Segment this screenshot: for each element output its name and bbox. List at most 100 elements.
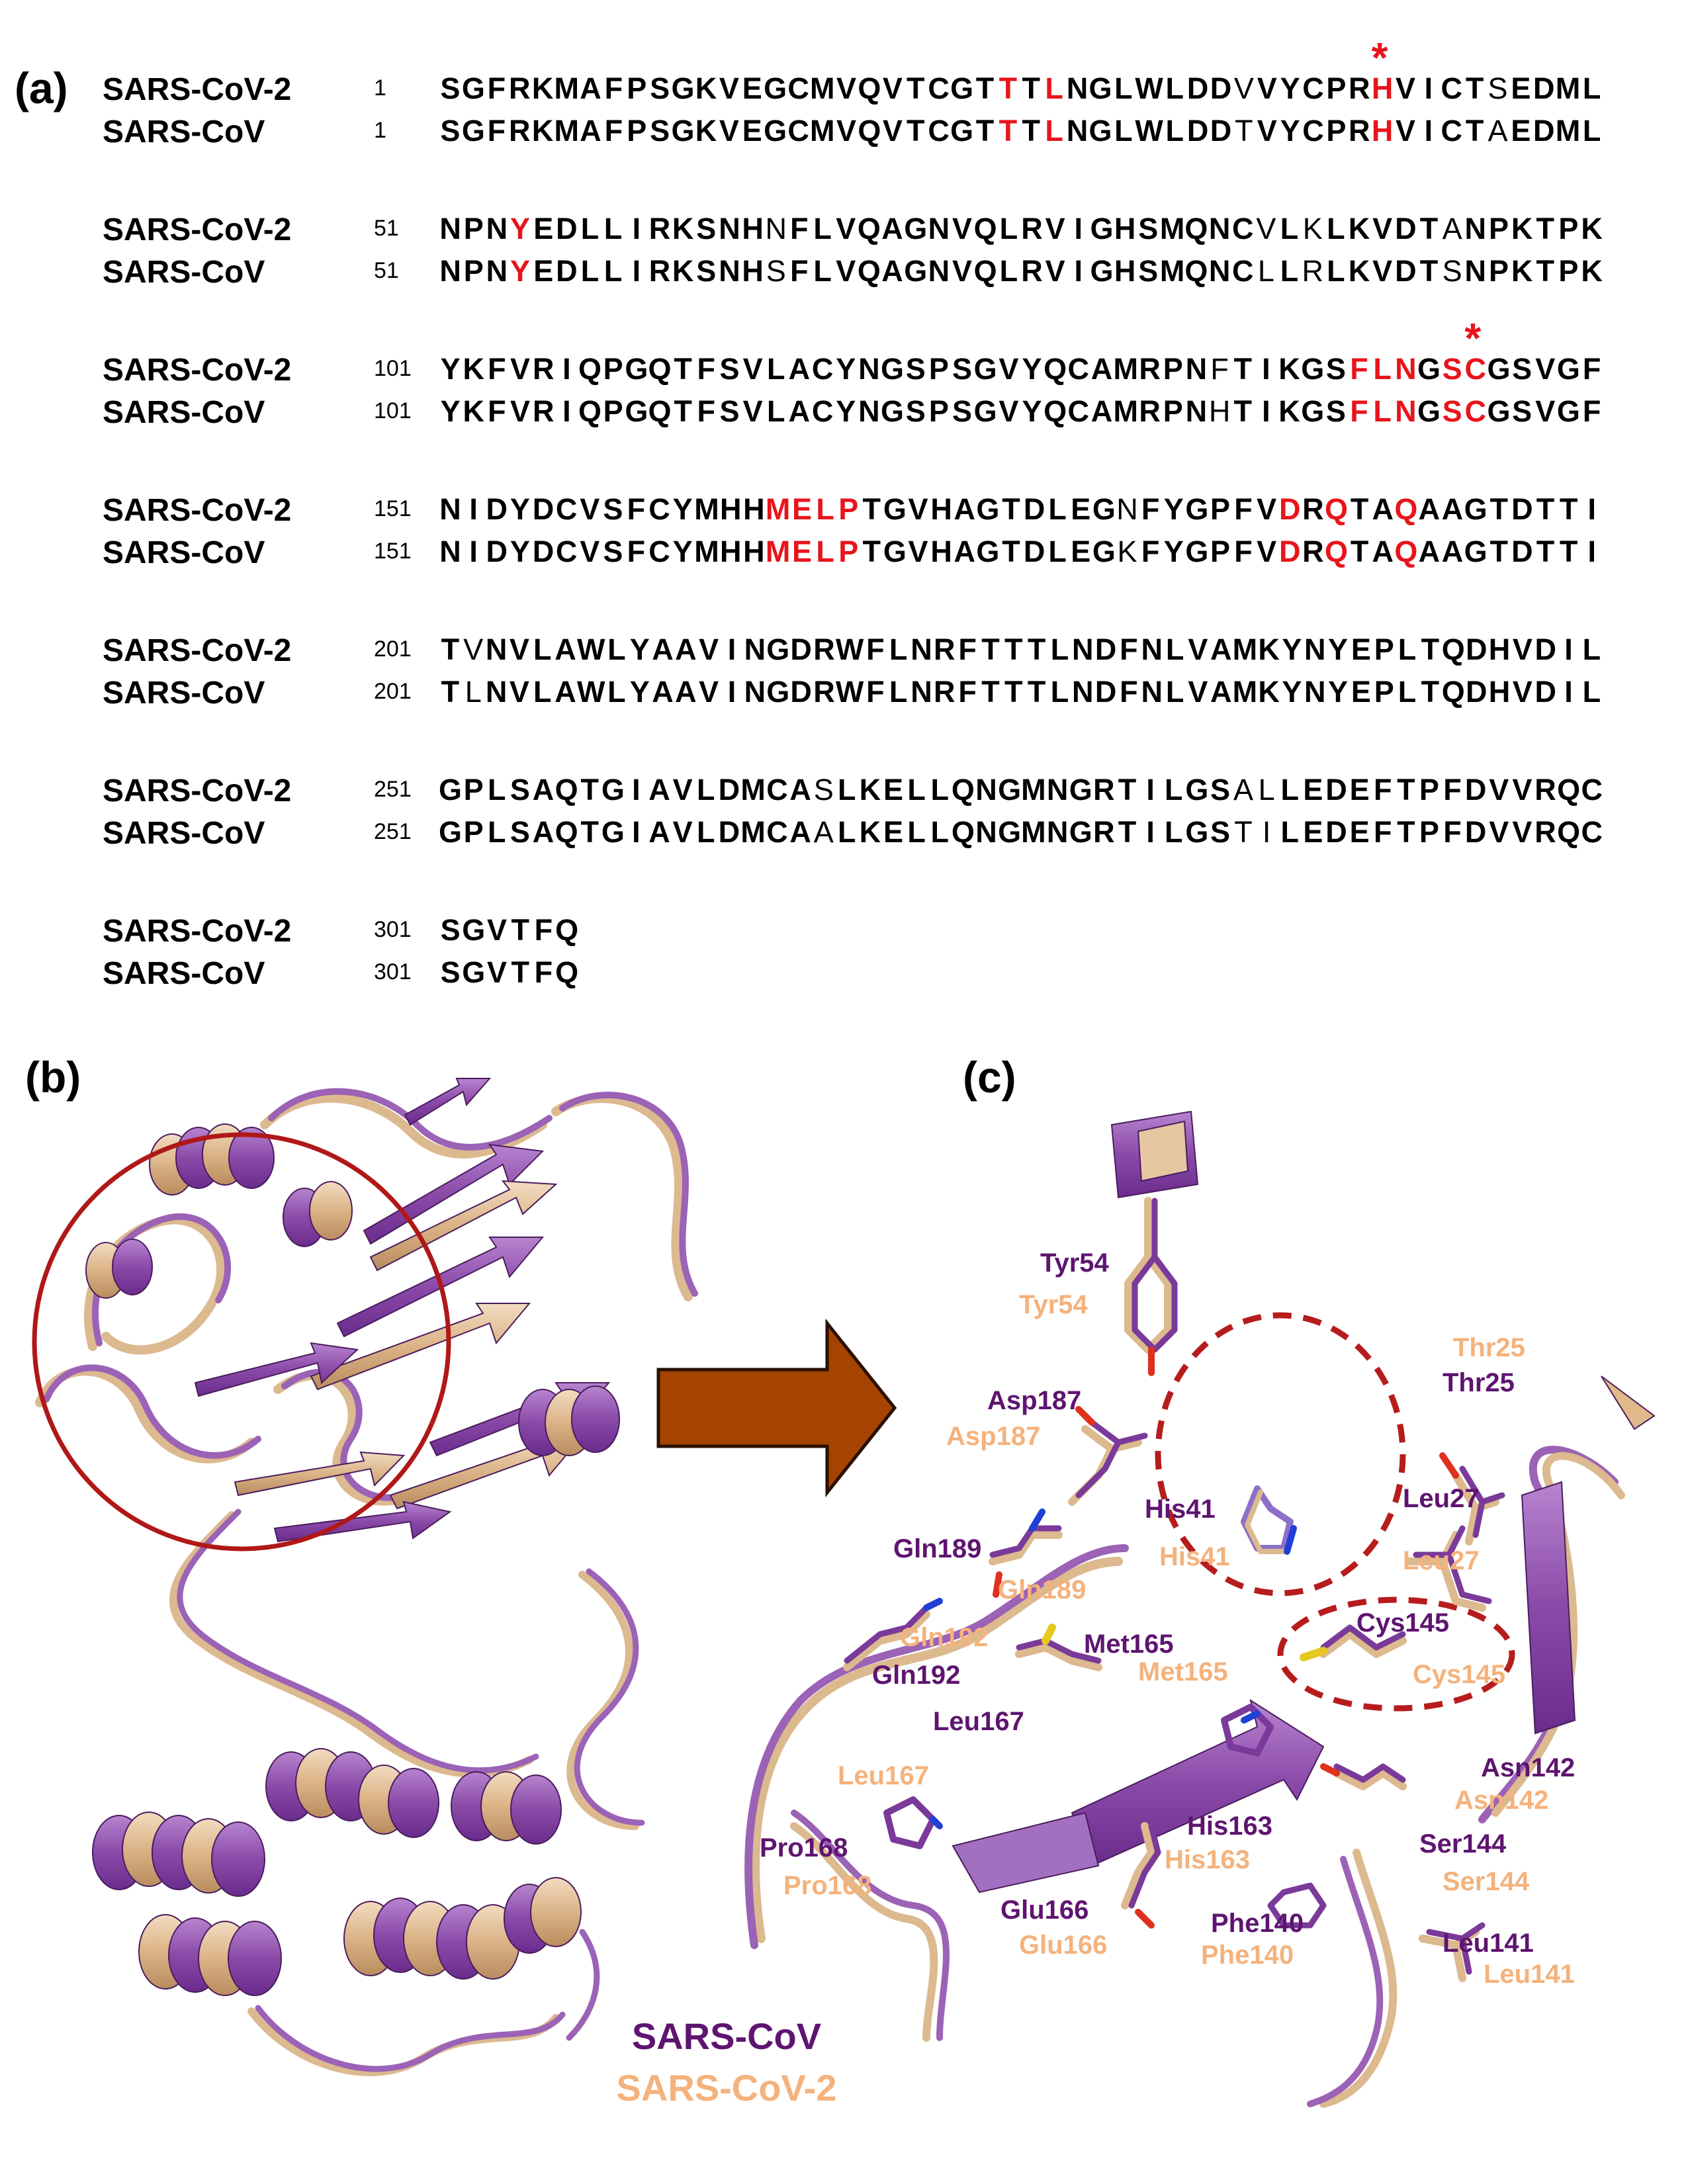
residue: V: [742, 352, 763, 386]
residue: L: [488, 773, 506, 807]
residue: T: [1002, 535, 1020, 568]
residue: C: [1302, 71, 1324, 105]
residue: G: [1487, 394, 1511, 428]
residue: S: [603, 535, 623, 568]
residue: L: [813, 212, 832, 245]
residue: H: [1371, 71, 1394, 105]
residue: T: [1421, 675, 1440, 709]
residue: M: [694, 535, 719, 568]
residue: V: [836, 254, 856, 288]
residue: L: [603, 212, 623, 245]
residue: Y: [510, 492, 530, 526]
legend-sars-cov2: SARS-CoV-2: [617, 2067, 837, 2109]
residue: L: [603, 254, 623, 288]
residue: L: [607, 633, 626, 666]
residue: F: [627, 492, 646, 526]
residue: M: [810, 114, 835, 148]
residue: L: [999, 212, 1018, 245]
residue: H: [930, 492, 952, 526]
seq-name-sars-cov: SARS-CoV: [103, 535, 265, 570]
residue: V: [1045, 212, 1065, 245]
residue: A: [1418, 492, 1441, 526]
residue: R: [934, 633, 955, 666]
residue: H: [743, 535, 765, 568]
residue: K: [1258, 633, 1280, 666]
residue: Q: [1394, 535, 1418, 568]
residue: C: [1067, 394, 1090, 428]
residue: A: [675, 633, 697, 666]
residue: N: [1464, 212, 1487, 245]
residue: A: [881, 212, 903, 245]
residue: M: [810, 71, 835, 105]
residue: S: [1488, 71, 1508, 105]
residue: D: [1186, 114, 1209, 148]
seq-position-number: 51: [374, 216, 399, 241]
seq-name-sars-cov: SARS-CoV: [103, 395, 265, 430]
residue: E: [1351, 675, 1371, 709]
residue: P: [1163, 394, 1183, 428]
residue: R: [648, 254, 671, 288]
residue: Q: [578, 394, 602, 428]
residue: P: [1210, 535, 1230, 568]
residue: R: [1139, 394, 1161, 428]
residue: V: [836, 114, 856, 148]
residue: N: [1072, 675, 1094, 709]
residue: F: [604, 71, 623, 105]
residue: L: [533, 633, 552, 666]
residue: H: [742, 212, 764, 245]
residue: G: [1069, 773, 1092, 807]
residue: L: [1582, 71, 1601, 105]
residue: A: [881, 254, 903, 288]
residue: C: [1302, 114, 1324, 148]
residue: T: [1118, 773, 1137, 807]
residue: G: [625, 352, 648, 386]
residue: T: [441, 633, 460, 666]
his41-dashed-ellipse: [1155, 1312, 1406, 1596]
residue: M: [1555, 114, 1581, 148]
residue: N: [486, 212, 508, 245]
residue: G: [950, 71, 974, 105]
seq-name-sars-cov: SARS-CoV: [103, 114, 265, 150]
residue: L: [1373, 394, 1392, 428]
residue: A: [652, 633, 674, 666]
residue: A: [789, 773, 811, 807]
residue: N: [1185, 352, 1208, 386]
residue: V: [1512, 675, 1533, 709]
residue: G: [1069, 815, 1092, 849]
residue: A: [580, 71, 601, 105]
residue: Y: [629, 675, 650, 709]
residue: Q: [1184, 212, 1208, 245]
residue: T: [862, 535, 881, 568]
residue: G: [1088, 71, 1112, 105]
residue: V: [719, 71, 739, 105]
residue: Q: [858, 114, 881, 148]
residue: G: [764, 114, 787, 148]
residue: E: [1511, 71, 1531, 105]
active-site-highlight-circle: [32, 1132, 451, 1551]
residue: V: [487, 955, 508, 989]
residue: N: [719, 212, 740, 245]
residue: C: [555, 535, 578, 568]
residue: K: [1581, 212, 1603, 245]
residue: I: [1146, 773, 1155, 807]
residue: A: [788, 394, 811, 428]
residue: H: [1114, 212, 1136, 245]
residue: F: [958, 633, 977, 666]
residue: L: [697, 773, 715, 807]
residue: V: [1257, 535, 1277, 568]
residue: C: [1441, 114, 1463, 148]
residue: G: [1090, 212, 1114, 245]
residue: V: [580, 535, 600, 568]
residue: P: [1326, 114, 1347, 148]
residue: T: [1235, 114, 1253, 148]
residue: T: [1027, 675, 1046, 709]
residue: P: [603, 352, 623, 386]
residue: F: [487, 71, 506, 105]
residue: P: [1419, 773, 1439, 807]
label-thr25-cov2: Thr25: [1453, 1333, 1525, 1362]
